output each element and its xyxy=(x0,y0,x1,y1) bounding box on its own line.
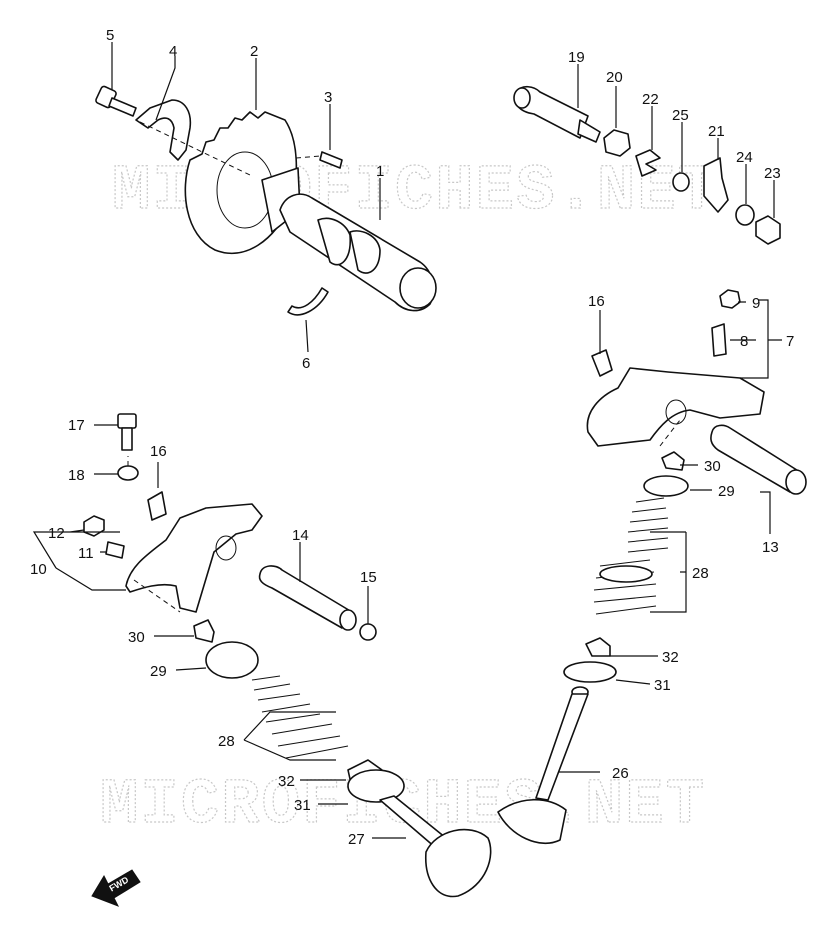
callout-7: 7 xyxy=(786,333,794,350)
spring-retainer-right xyxy=(643,475,689,497)
valve-seal-right xyxy=(585,637,611,657)
spring-seat-left xyxy=(347,769,405,803)
decomp-spring xyxy=(635,149,661,177)
rocker-washer-left xyxy=(117,465,139,481)
decomp-cap-nut xyxy=(755,215,781,245)
callout-16-right: 16 xyxy=(588,293,605,310)
camshaft xyxy=(261,167,437,312)
callout-32-right: 32 xyxy=(662,649,679,666)
callout-23: 23 xyxy=(764,165,781,182)
sprocket-bolt xyxy=(95,85,137,117)
spring-seat-right xyxy=(563,661,617,683)
decomp-lever xyxy=(703,157,729,213)
valve-right xyxy=(497,686,589,845)
callout-24: 24 xyxy=(736,149,753,166)
decomp-nut xyxy=(603,129,631,157)
callout-8: 8 xyxy=(740,333,748,350)
dowel-pin xyxy=(319,151,343,169)
rocker-arm-left xyxy=(125,503,263,613)
callout-29-right: 29 xyxy=(718,483,735,500)
decomp-washer xyxy=(672,172,690,192)
callout-26: 26 xyxy=(612,765,629,782)
shaft-oring xyxy=(359,623,377,641)
callout-30-right: 30 xyxy=(704,458,721,475)
rocker-pad-right xyxy=(591,349,613,377)
valve-left xyxy=(379,795,492,898)
valve-spring-right xyxy=(593,497,669,615)
lock-plate xyxy=(135,99,192,161)
alignment-line xyxy=(127,121,681,613)
forward-direction-arrow: FWD xyxy=(91,869,141,907)
decomp-washer-2 xyxy=(735,204,755,226)
callout-19: 19 xyxy=(568,49,585,66)
callout-2: 2 xyxy=(250,43,258,60)
callout-20: 20 xyxy=(606,69,623,86)
decomp-shaft xyxy=(513,85,601,143)
spring-retainer-left xyxy=(205,641,259,679)
callout-16-left: 16 xyxy=(150,443,167,460)
callout-5: 5 xyxy=(106,27,114,44)
callout-3: 3 xyxy=(324,89,332,106)
callout-1: 1 xyxy=(376,163,384,180)
callout-13: 13 xyxy=(762,539,779,556)
callout-27: 27 xyxy=(348,831,365,848)
callout-28-right: 28 xyxy=(692,565,709,582)
callout-6: 6 xyxy=(302,355,310,372)
callout-10: 10 xyxy=(30,561,47,578)
callout-15: 15 xyxy=(360,569,377,586)
callout-31-right: 31 xyxy=(654,677,671,694)
callout-21: 21 xyxy=(708,123,725,140)
callout-12: 12 xyxy=(48,525,65,542)
rocker-pad-left xyxy=(147,491,167,521)
cotter-right xyxy=(661,451,685,471)
callout-4: 4 xyxy=(169,43,177,60)
rocker-shaft-left xyxy=(258,565,357,631)
rocker-bolt-left xyxy=(117,413,137,451)
callout-31-left: 31 xyxy=(294,797,311,814)
adjuster-screw-right xyxy=(711,323,727,357)
adjuster-screw-left xyxy=(105,541,125,559)
callout-29-left: 29 xyxy=(150,663,167,680)
rocker-arm-right xyxy=(586,367,765,447)
callout-14: 14 xyxy=(292,527,309,544)
callout-22: 22 xyxy=(642,91,659,108)
callout-30-left: 30 xyxy=(128,629,145,646)
callout-11: 11 xyxy=(78,545,94,562)
rocker-shaft-right xyxy=(710,424,807,495)
leader-lines xyxy=(32,42,782,839)
camshaft-clip xyxy=(287,287,329,316)
callout-17: 17 xyxy=(68,417,85,434)
callout-28-left: 28 xyxy=(218,733,235,750)
cotter-left xyxy=(193,619,215,643)
rocker-nut-right xyxy=(719,289,741,309)
callout-9: 9 xyxy=(752,295,760,312)
callout-18: 18 xyxy=(68,467,85,484)
valve-spring-left xyxy=(251,675,349,759)
callout-25: 25 xyxy=(672,107,689,124)
rocker-nut-left xyxy=(83,515,105,537)
callout-32-left: 32 xyxy=(278,773,295,790)
